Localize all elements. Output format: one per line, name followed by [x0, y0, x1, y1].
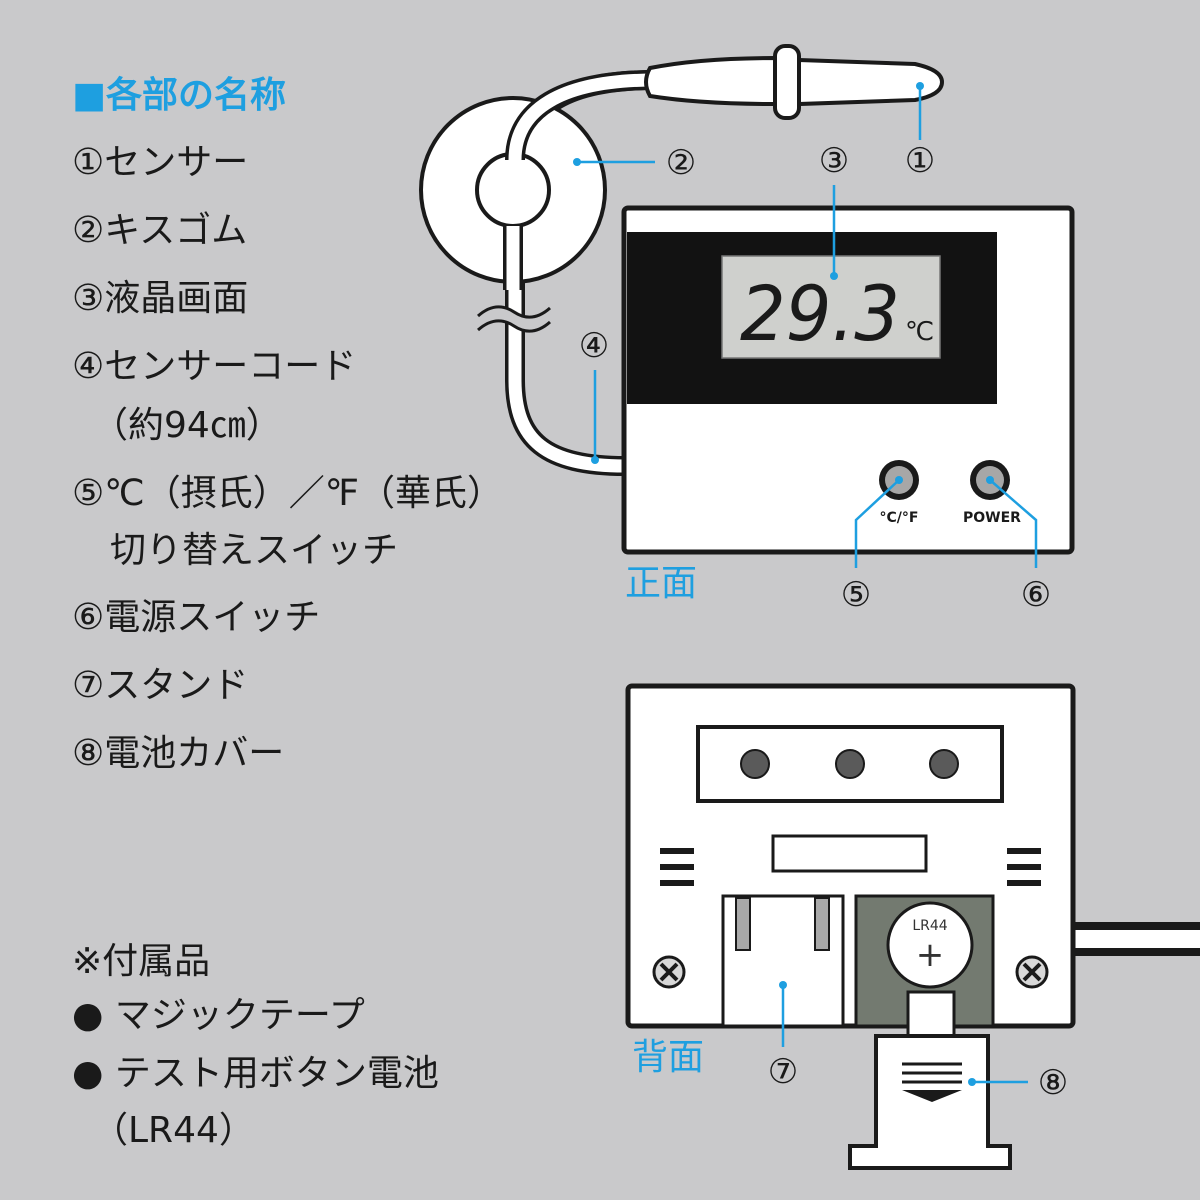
leader-lines: [577, 86, 1038, 1084]
part-sensor: ①センサー: [72, 142, 249, 183]
callout-1: ①: [905, 141, 935, 181]
part-unit-switch-sub: 切り替えスイッチ: [110, 530, 399, 571]
button-battery: [886, 901, 974, 989]
sensor-probe: [644, 44, 945, 120]
part-unit-switch: ⑤℃（摂氏）／℉（華氏）: [72, 473, 503, 514]
callout-5: ⑤: [841, 575, 871, 615]
battery-plus-sign: +: [916, 935, 945, 975]
part-sensor-cord: ④センサーコード: [72, 346, 357, 387]
battery-cover[interactable]: [848, 990, 1012, 1170]
part-suction-cup: ②キスゴム: [72, 210, 248, 251]
part-power-switch: ⑥電源スイッチ: [72, 597, 321, 638]
callout-8: ⑧: [1038, 1063, 1068, 1103]
screw-left-icon: [652, 955, 686, 989]
back-device: LR44 +: [625, 683, 1200, 1170]
callout-6: ⑥: [1021, 575, 1051, 615]
accessory-battery-model: （LR44）: [92, 1110, 255, 1151]
vent-left: [660, 848, 694, 886]
back-view-label: 背面: [632, 1037, 705, 1078]
callout-4: ④: [579, 326, 609, 366]
leader-dots: [573, 82, 994, 1086]
unit-switch-label: °C/°F: [880, 510, 919, 526]
lcd-reading: 29.3: [740, 269, 900, 358]
part-battery-cover: ⑧電池カバー: [72, 733, 285, 774]
screw-right-icon: [1015, 955, 1049, 989]
part-sensor-cord-length: （約94㎝）: [92, 405, 282, 446]
lcd-screen: [721, 255, 941, 359]
section-heading: ■各部の名称: [72, 75, 287, 116]
lcd-unit: ℃: [905, 317, 934, 347]
vent-right: [1007, 848, 1041, 886]
accessory-battery: ● テスト用ボタン電池: [72, 1053, 439, 1094]
power-label: POWER: [963, 510, 1021, 526]
back-label-slot: [771, 834, 928, 873]
cord-break-mark: [473, 305, 555, 333]
callout-3: ③: [819, 141, 849, 181]
front-view-label: 正面: [625, 563, 698, 604]
battery-label: LR44: [912, 918, 947, 934]
suction-cup: [419, 96, 607, 284]
accessory-velcro: ● マジックテープ: [72, 995, 365, 1036]
part-stand: ⑦スタンド: [72, 665, 249, 706]
callout-2: ②: [666, 143, 696, 183]
accessories-title: ※付属品: [72, 941, 211, 982]
part-lcd: ③液晶画面: [72, 278, 249, 319]
front-device: 29.3 ℃ °C/°F POWER: [621, 205, 1075, 555]
callout-7: ⑦: [768, 1052, 798, 1092]
